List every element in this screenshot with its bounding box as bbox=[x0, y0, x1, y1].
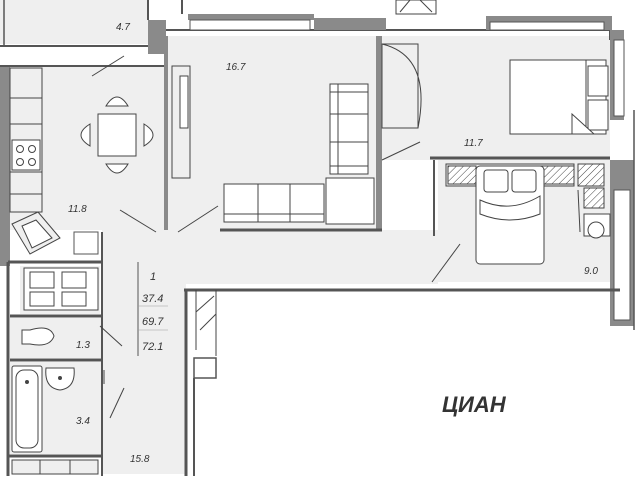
washing-machine-icon bbox=[29, 271, 55, 289]
armchair-icon bbox=[325, 177, 375, 225]
sofa-icon bbox=[329, 113, 369, 143]
door-swing-icon bbox=[99, 325, 123, 347]
wall-hallway-pillar bbox=[193, 357, 217, 379]
wardrobe-icon bbox=[577, 163, 605, 187]
rooms-count: 1 bbox=[150, 271, 156, 283]
kitchen-furniture bbox=[9, 67, 154, 255]
bed-icon bbox=[587, 65, 609, 97]
door-swing-icon bbox=[395, 0, 437, 15]
stove-icon bbox=[11, 139, 41, 171]
door-swing-icon bbox=[119, 209, 157, 233]
stove-icon bbox=[16, 158, 24, 166]
toilet-area-label: 1.3 bbox=[76, 340, 90, 351]
wardrobe-icon bbox=[447, 165, 477, 185]
walls bbox=[0, 0, 635, 476]
sink-icon bbox=[21, 219, 53, 249]
dining-table-icon bbox=[97, 113, 137, 157]
wall-kitchen-living bbox=[164, 36, 168, 230]
wall-living-bedroom bbox=[376, 36, 382, 230]
wall-right-window-1 bbox=[613, 39, 625, 117]
bathroom-area-label: 3.4 bbox=[76, 416, 90, 427]
door-swing-icon bbox=[399, 0, 411, 13]
doors bbox=[91, 0, 461, 419]
wall-top-window-2 bbox=[489, 21, 605, 31]
total-area: 69.7 bbox=[142, 316, 164, 328]
door-swing-icon bbox=[431, 243, 461, 283]
watermark: ЦИАН bbox=[442, 392, 507, 417]
wall-top-segment-1 bbox=[188, 14, 314, 20]
bathroom-fixtures bbox=[11, 267, 99, 475]
bed-icon bbox=[479, 195, 541, 221]
wall-right-window-2 bbox=[613, 189, 631, 321]
washing-machine-icon bbox=[29, 291, 55, 307]
bedroom-area-label: 11.7 bbox=[464, 138, 483, 149]
sofa-icon bbox=[329, 91, 369, 115]
wall-top-window-1 bbox=[189, 19, 311, 31]
hallway-fill-lower bbox=[102, 284, 186, 474]
sofa-icon bbox=[329, 141, 369, 167]
door-swing-icon bbox=[381, 43, 422, 129]
balcony-fill bbox=[0, 0, 148, 44]
living-room-furniture bbox=[171, 43, 422, 225]
bed-icon bbox=[571, 112, 596, 135]
living-area: 37.4 bbox=[142, 293, 163, 305]
ventilation-shaft bbox=[73, 231, 99, 255]
hallway-fill bbox=[102, 230, 438, 284]
summary-box: 1 37.4 69.7 72.1 bbox=[137, 262, 168, 356]
wardrobe-icon bbox=[179, 75, 189, 129]
stove-icon bbox=[16, 145, 24, 153]
loggia-area-label: 9.0 bbox=[584, 266, 598, 277]
wall-balcony-corner bbox=[148, 20, 166, 54]
wall-kitchen-left bbox=[0, 66, 10, 266]
door-swing-icon bbox=[419, 0, 433, 13]
wardrobe-icon bbox=[381, 43, 419, 129]
bed-icon bbox=[483, 169, 509, 193]
door-swing-icon bbox=[91, 55, 125, 77]
kitchen-area-label: 11.8 bbox=[68, 204, 87, 215]
wardrobe-icon bbox=[583, 187, 605, 209]
bathtub-icon bbox=[15, 369, 39, 449]
desk-icon bbox=[577, 189, 581, 233]
toilet-icon bbox=[21, 327, 55, 346]
door-swing-icon bbox=[381, 141, 421, 161]
door-swing-icon bbox=[177, 205, 219, 233]
bathtub-icon bbox=[25, 380, 29, 384]
balcony-area-label: 4.7 bbox=[116, 22, 130, 33]
bed-icon bbox=[511, 169, 537, 193]
chair-icon bbox=[587, 221, 605, 239]
bedroom-furniture bbox=[445, 59, 611, 265]
stove-icon bbox=[28, 145, 36, 153]
door-swing-icon bbox=[199, 313, 217, 331]
sink-icon bbox=[58, 376, 62, 380]
chair-icon bbox=[80, 96, 154, 174]
living-room-area-label: 16.7 bbox=[226, 62, 246, 73]
stove-icon bbox=[28, 158, 36, 166]
hallway-area-label: 15.8 bbox=[130, 454, 150, 465]
wardrobe-icon bbox=[539, 165, 575, 185]
wardrobe-icon bbox=[11, 459, 99, 475]
sofa-icon bbox=[223, 183, 325, 223]
room-labels: 4.7 16.7 11.7 11.8 9.0 1.3 3.4 15.8 bbox=[68, 22, 598, 465]
wall-top-segment-2 bbox=[314, 18, 386, 30]
door-swing-icon bbox=[109, 387, 125, 419]
total-area-with-balcony: 72.1 bbox=[142, 341, 163, 353]
washing-machine-icon bbox=[61, 291, 87, 307]
washing-machine-icon bbox=[61, 271, 87, 289]
bed-icon bbox=[587, 99, 609, 131]
door-swing-icon bbox=[195, 295, 215, 313]
